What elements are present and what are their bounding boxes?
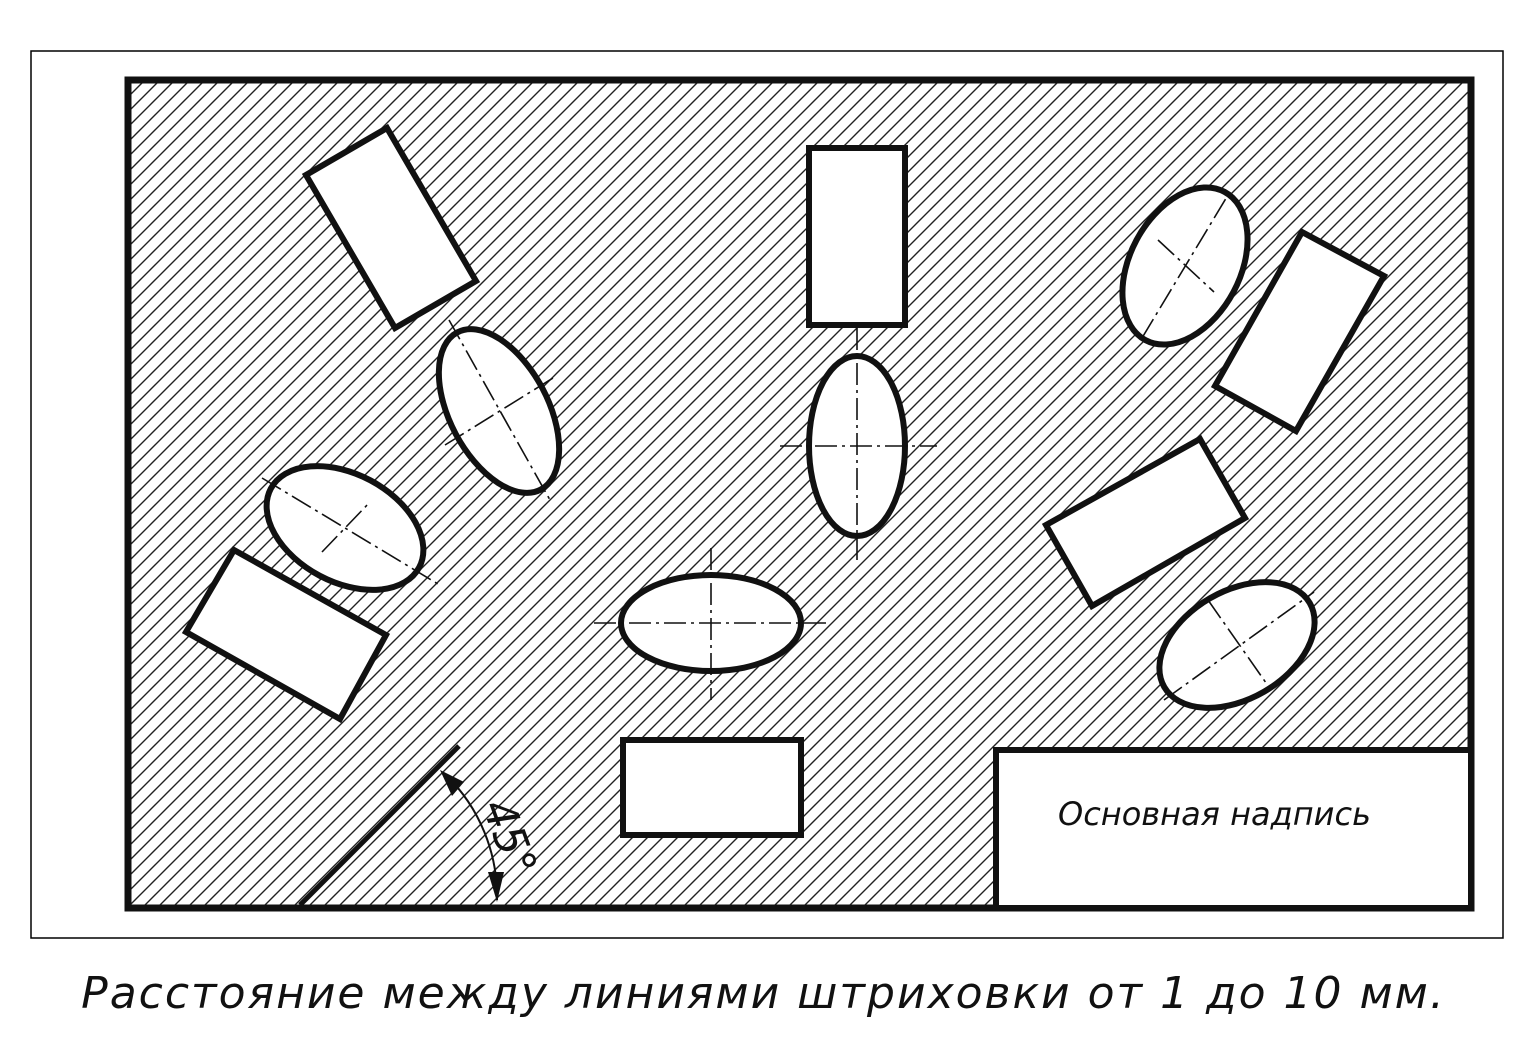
arrow-head-bottom bbox=[488, 872, 504, 902]
ellipse-left-lower bbox=[263, 463, 427, 593]
rectangle-bottom-left bbox=[181, 545, 391, 724]
ellipse-bottom-right bbox=[1156, 579, 1318, 711]
rectangles bbox=[181, 123, 1389, 838]
drawing-border bbox=[124, 76, 1475, 912]
rectangle-middle-right bbox=[1041, 434, 1250, 611]
rectangle-top-right bbox=[1210, 227, 1389, 436]
axis-line bbox=[321, 501, 371, 553]
axis-line bbox=[1141, 189, 1232, 339]
axis-line bbox=[1163, 591, 1315, 701]
rectangle-top-left bbox=[301, 123, 481, 333]
title-block-label: Основная надпись bbox=[1058, 795, 1371, 833]
axis-line bbox=[1207, 599, 1272, 691]
arrow-head-top bbox=[440, 770, 464, 796]
axis-line bbox=[1157, 239, 1215, 293]
angle-line bbox=[298, 744, 461, 907]
caption: Расстояние между линиями штриховки от 1 … bbox=[81, 968, 1446, 1019]
title-block bbox=[993, 747, 1474, 911]
axis-line bbox=[444, 377, 554, 446]
rectangle-top-center bbox=[806, 145, 908, 328]
rectangle-bottom-center bbox=[620, 737, 804, 838]
center-lines bbox=[261, 189, 1315, 701]
